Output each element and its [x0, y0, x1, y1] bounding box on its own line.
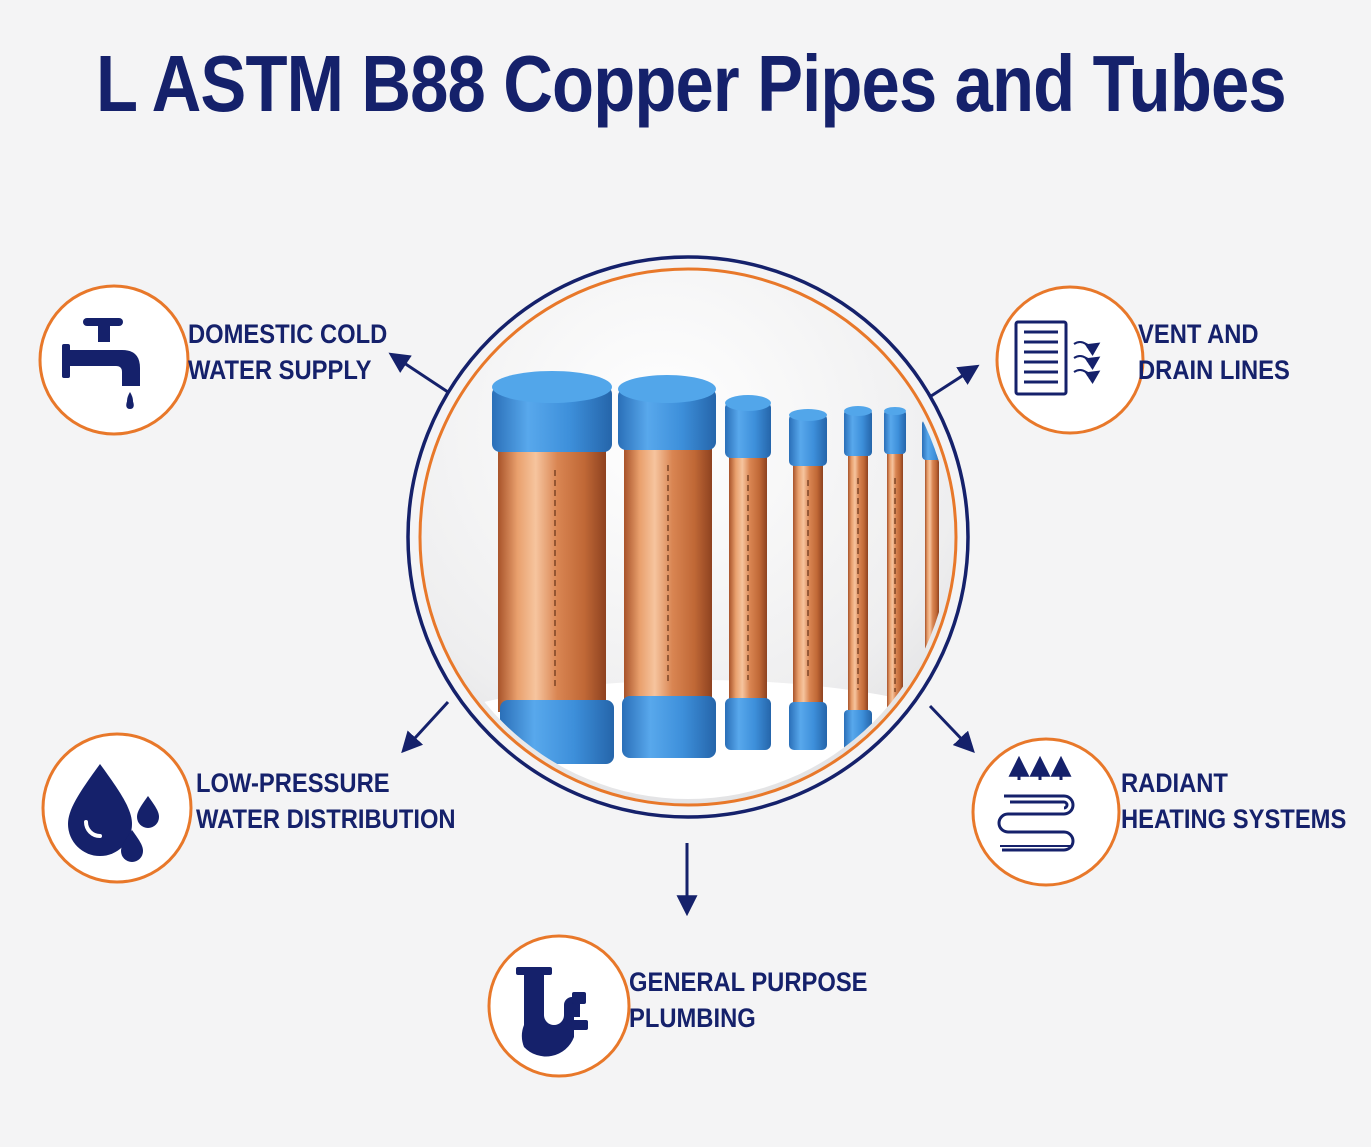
label-vent-drain: VENT AND DRAIN LINES: [1138, 316, 1290, 388]
arrow-radiant: [928, 704, 975, 754]
vent-icon: [1014, 320, 1101, 396]
icon-radiant-heating: [971, 737, 1121, 887]
faucet-icon: [62, 318, 140, 409]
copper-pipe-2: [618, 375, 716, 758]
label-line-1: DOMESTIC COLD: [188, 319, 388, 349]
label-line-1: GENERAL PURPOSE: [629, 967, 868, 997]
icon-general-plumbing: [487, 934, 631, 1078]
p-trap-icon: [516, 967, 588, 1057]
copper-pipe-3: [725, 395, 771, 750]
label-line-1: RADIANT: [1121, 768, 1228, 798]
label-radiant-heating: RADIANT HEATING SYSTEMS: [1121, 765, 1346, 837]
copper-pipe-1: [492, 371, 614, 764]
center-pipe-image: [406, 255, 970, 819]
label-line-2: PLUMBING: [629, 1003, 756, 1033]
label-low-pressure: LOW-PRESSURE WATER DISTRIBUTION: [196, 765, 456, 837]
arrow-low-pressure: [401, 700, 450, 754]
label-line-2: WATER DISTRIBUTION: [196, 804, 456, 834]
label-line-1: VENT AND: [1138, 319, 1259, 349]
icon-low-pressure: [41, 732, 193, 884]
label-domestic-cold-water: DOMESTIC COLD WATER SUPPLY: [188, 316, 387, 388]
water-drops-icon: [68, 764, 159, 862]
radiant-heating-icon: [997, 755, 1075, 852]
label-line-2: HEATING SYSTEMS: [1121, 804, 1347, 834]
copper-pipe-4: [789, 409, 827, 750]
label-line-2: DRAIN LINES: [1138, 355, 1290, 385]
arrow-vent: [927, 364, 980, 400]
label-line-2: WATER SUPPLY: [188, 355, 372, 385]
icon-domestic-cold-water: [38, 284, 190, 436]
label-general-plumbing: GENERAL PURPOSE PLUMBING: [629, 964, 868, 1036]
icon-vent-drain: [995, 285, 1145, 435]
label-line-1: LOW-PRESSURE: [196, 768, 390, 798]
page-title: L ASTM B88 Copper Pipes and Tubes: [95, 39, 1287, 128]
